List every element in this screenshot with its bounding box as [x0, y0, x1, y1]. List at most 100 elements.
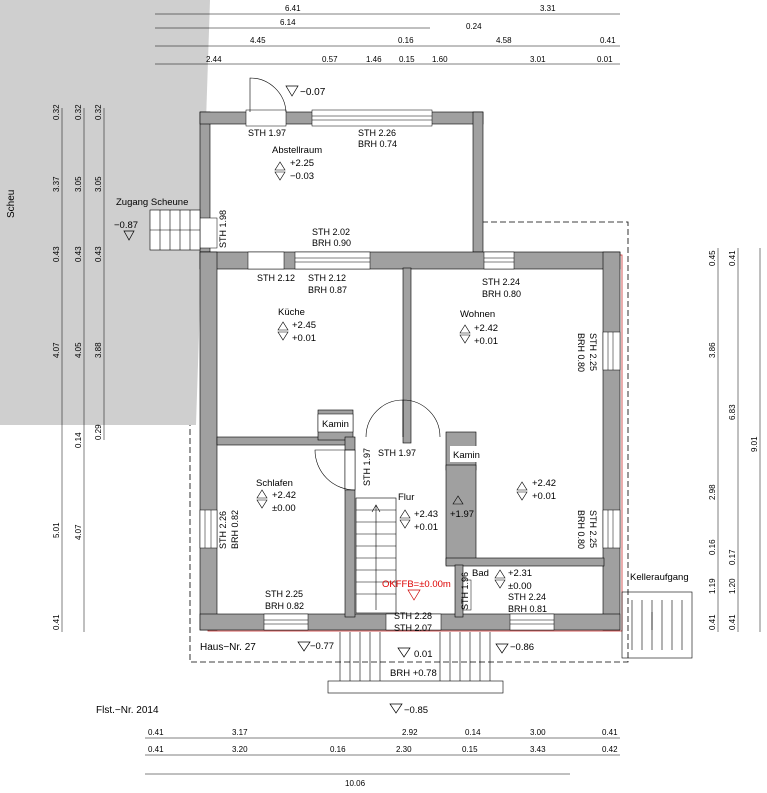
dim-left-b0: 0.32 [74, 104, 83, 120]
cellar-access [621, 591, 693, 659]
neighbor-label: Scheu [6, 190, 17, 218]
dim-top-r4e: 1.60 [432, 55, 448, 64]
opening-label: BRH 0.74 [358, 139, 397, 149]
opening-label: STH 2.26 [218, 511, 228, 549]
dim-right-b4: 0.41 [728, 614, 737, 630]
front-steps [327, 632, 504, 694]
dim-top-r4b: 0.57 [322, 55, 338, 64]
dim-top-r4g: 0.01 [597, 55, 613, 64]
room-level-upper: +2.42 [272, 490, 296, 501]
dim-top-r3c: 4.58 [496, 36, 512, 45]
opening-label: STH 2.25 [588, 510, 598, 548]
level-front: 0.01 [414, 649, 433, 660]
opening-label: STH 1.97 [248, 128, 286, 138]
room-level-upper: +2.42 [532, 478, 556, 489]
chimney-label-text: Kamin [322, 419, 349, 430]
dim-right-b1: 6.83 [728, 404, 737, 420]
opening-label: STH 2.26 [358, 128, 396, 138]
dim-left-b3: 4.05 [74, 342, 83, 358]
level-triangles [123, 85, 509, 714]
dim-left-c4: 0.29 [94, 424, 103, 440]
dim-bottom-r1-0: 0.41 [148, 728, 164, 737]
parcel-number: Flst.−Nr. 2014 [96, 705, 159, 716]
dim-top-r1a: 6.41 [285, 4, 301, 13]
dim-top-r4a: 2.44 [206, 55, 222, 64]
room-level-lower: −0.03 [290, 171, 314, 182]
dim-bottom-r2-4: 0.15 [462, 745, 478, 754]
dim-right-b2: 0.17 [728, 549, 737, 565]
dim-bottom-r1-3: 0.14 [465, 728, 481, 737]
dim-top-r4f: 3.01 [530, 55, 546, 64]
house-number: Haus−Nr. 27 [200, 642, 256, 653]
dim-top-r4c: 1.46 [366, 55, 382, 64]
chimney-box [317, 413, 354, 433]
opening-label: STH 1.97 [378, 448, 416, 458]
dimension-lines-right [717, 248, 761, 632]
opening-label: STH 2.02 [312, 227, 350, 237]
opening-label: BRH 0.90 [312, 238, 351, 248]
dim-right-a0: 0.45 [708, 250, 717, 266]
dim-left-a3: 4.07 [52, 342, 61, 358]
opening-label: STH 2.12 [308, 273, 346, 283]
dim-top-r4d: 0.15 [399, 55, 415, 64]
dim-bottom-r2-2: 0.16 [330, 745, 346, 754]
dim-left-b5: 4.07 [74, 524, 83, 540]
cellar-access-label: Kelleraufgang [630, 572, 689, 583]
room-level-upper: +2.31 [508, 568, 532, 579]
opening-label: BRH 0.82 [230, 510, 240, 549]
room-name-schlafen: Schlafen [256, 478, 293, 489]
door-swings [249, 77, 441, 491]
opening-label: BRH 0.80 [576, 510, 586, 549]
dim-left-a4: 5.01 [52, 522, 61, 538]
dim-right-c0: 9.01 [750, 436, 759, 452]
room-level-lower: ±0.00 [272, 503, 296, 514]
dim-left-b1: 3.05 [74, 176, 83, 192]
dimension-lines-top [155, 13, 620, 65]
opening-label: BRH 0.81 [508, 604, 547, 614]
opening-label: BRH 0.82 [265, 601, 304, 611]
dim-right-b0: 0.41 [728, 250, 737, 266]
dim-top-r3b: 0.16 [398, 36, 414, 45]
opening-label: STH 2.24 [482, 277, 520, 287]
barn-access-label: Zugang Scheune [116, 197, 188, 208]
dim-bottom-r2-5: 3.43 [530, 745, 546, 754]
room-level-lower: +0.01 [532, 491, 556, 502]
dim-bottom-r1-5: 0.41 [602, 728, 618, 737]
opening-label: BRH 0.80 [482, 289, 521, 299]
dim-bottom-r2-6: 0.42 [602, 745, 618, 754]
dim-left-a5: 0.41 [52, 614, 61, 630]
dim-left-a0: 0.32 [52, 104, 61, 120]
opening-label: STH 1.98 [218, 210, 228, 248]
dim-bottom-r2-3: 2.30 [396, 745, 412, 754]
room-level-lower: ±0.00 [508, 581, 532, 592]
level-markers [256, 161, 528, 589]
barn-access-level: −0.87 [114, 220, 138, 231]
room-name-bad: Bad [472, 568, 489, 579]
dim-top-r2a: 6.14 [280, 18, 296, 27]
opening-label: STH 1.97 [362, 448, 372, 486]
dim-left-a1: 3.37 [52, 176, 61, 192]
window-glass-lines [204, 115, 614, 625]
dim-right-a2: 2.98 [708, 484, 717, 500]
dimension-lines-left [61, 108, 105, 632]
room-level-lower: +0.01 [292, 333, 316, 344]
staircase [355, 497, 397, 614]
dim-left-b2: 0.43 [74, 246, 83, 262]
barn-access-steps [149, 209, 201, 251]
chimney-label-2: Kamin [453, 450, 480, 461]
dim-top-r1b: 3.31 [540, 4, 556, 13]
dim-left-c3: 3.88 [94, 342, 103, 358]
dim-top-r2b: 0.24 [466, 22, 482, 31]
opening-label: STH 2.12 [257, 273, 295, 283]
opening-label: STH 2.28 [394, 611, 432, 621]
level-top: −0.07 [300, 87, 326, 98]
walls [199, 111, 621, 631]
dim-right-a4: 1.19 [708, 578, 717, 594]
room-level-lower: +0.01 [414, 522, 438, 533]
level-entry: −0.77 [310, 641, 334, 652]
opening-label: STH 2.24 [508, 592, 546, 602]
room-level-lower: +0.01 [474, 336, 498, 347]
room-level-upper: +2.42 [474, 323, 498, 334]
room-level-upper: +2.25 [290, 158, 314, 169]
